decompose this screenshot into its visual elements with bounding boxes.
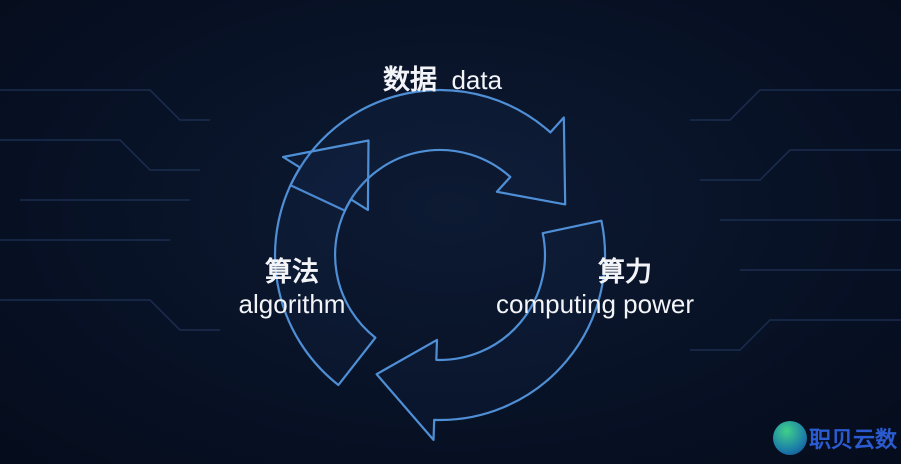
arrow-computing-power — [375, 219, 607, 441]
watermark-logo-icon — [773, 421, 807, 455]
label-computing-zh: 算力 — [598, 257, 652, 288]
watermark: 职贝云数 — [773, 421, 897, 455]
label-algorithm: 算法 algorithm — [222, 250, 362, 320]
circuit-line — [0, 89, 210, 121]
label-algorithm-en: algorithm — [238, 289, 346, 319]
arrow-data — [289, 89, 567, 212]
label-algorithm-zh: 算法 — [265, 257, 319, 288]
circuit-line — [700, 149, 901, 181]
label-computing-en: computing power — [496, 289, 694, 319]
label-data-en: data — [451, 65, 503, 95]
arrow-algorithm — [273, 139, 377, 387]
label-data-zh: 数据 — [383, 65, 437, 96]
label-data: 数据 data — [383, 58, 502, 97]
circuit-line — [690, 319, 901, 351]
circuit-lines-decoration — [0, 89, 901, 351]
label-computing: 算力 computing power — [470, 250, 720, 320]
circuit-line — [0, 299, 220, 331]
circuit-line — [0, 139, 200, 171]
circuit-line — [690, 89, 901, 121]
watermark-text: 职贝云数 — [809, 428, 898, 453]
